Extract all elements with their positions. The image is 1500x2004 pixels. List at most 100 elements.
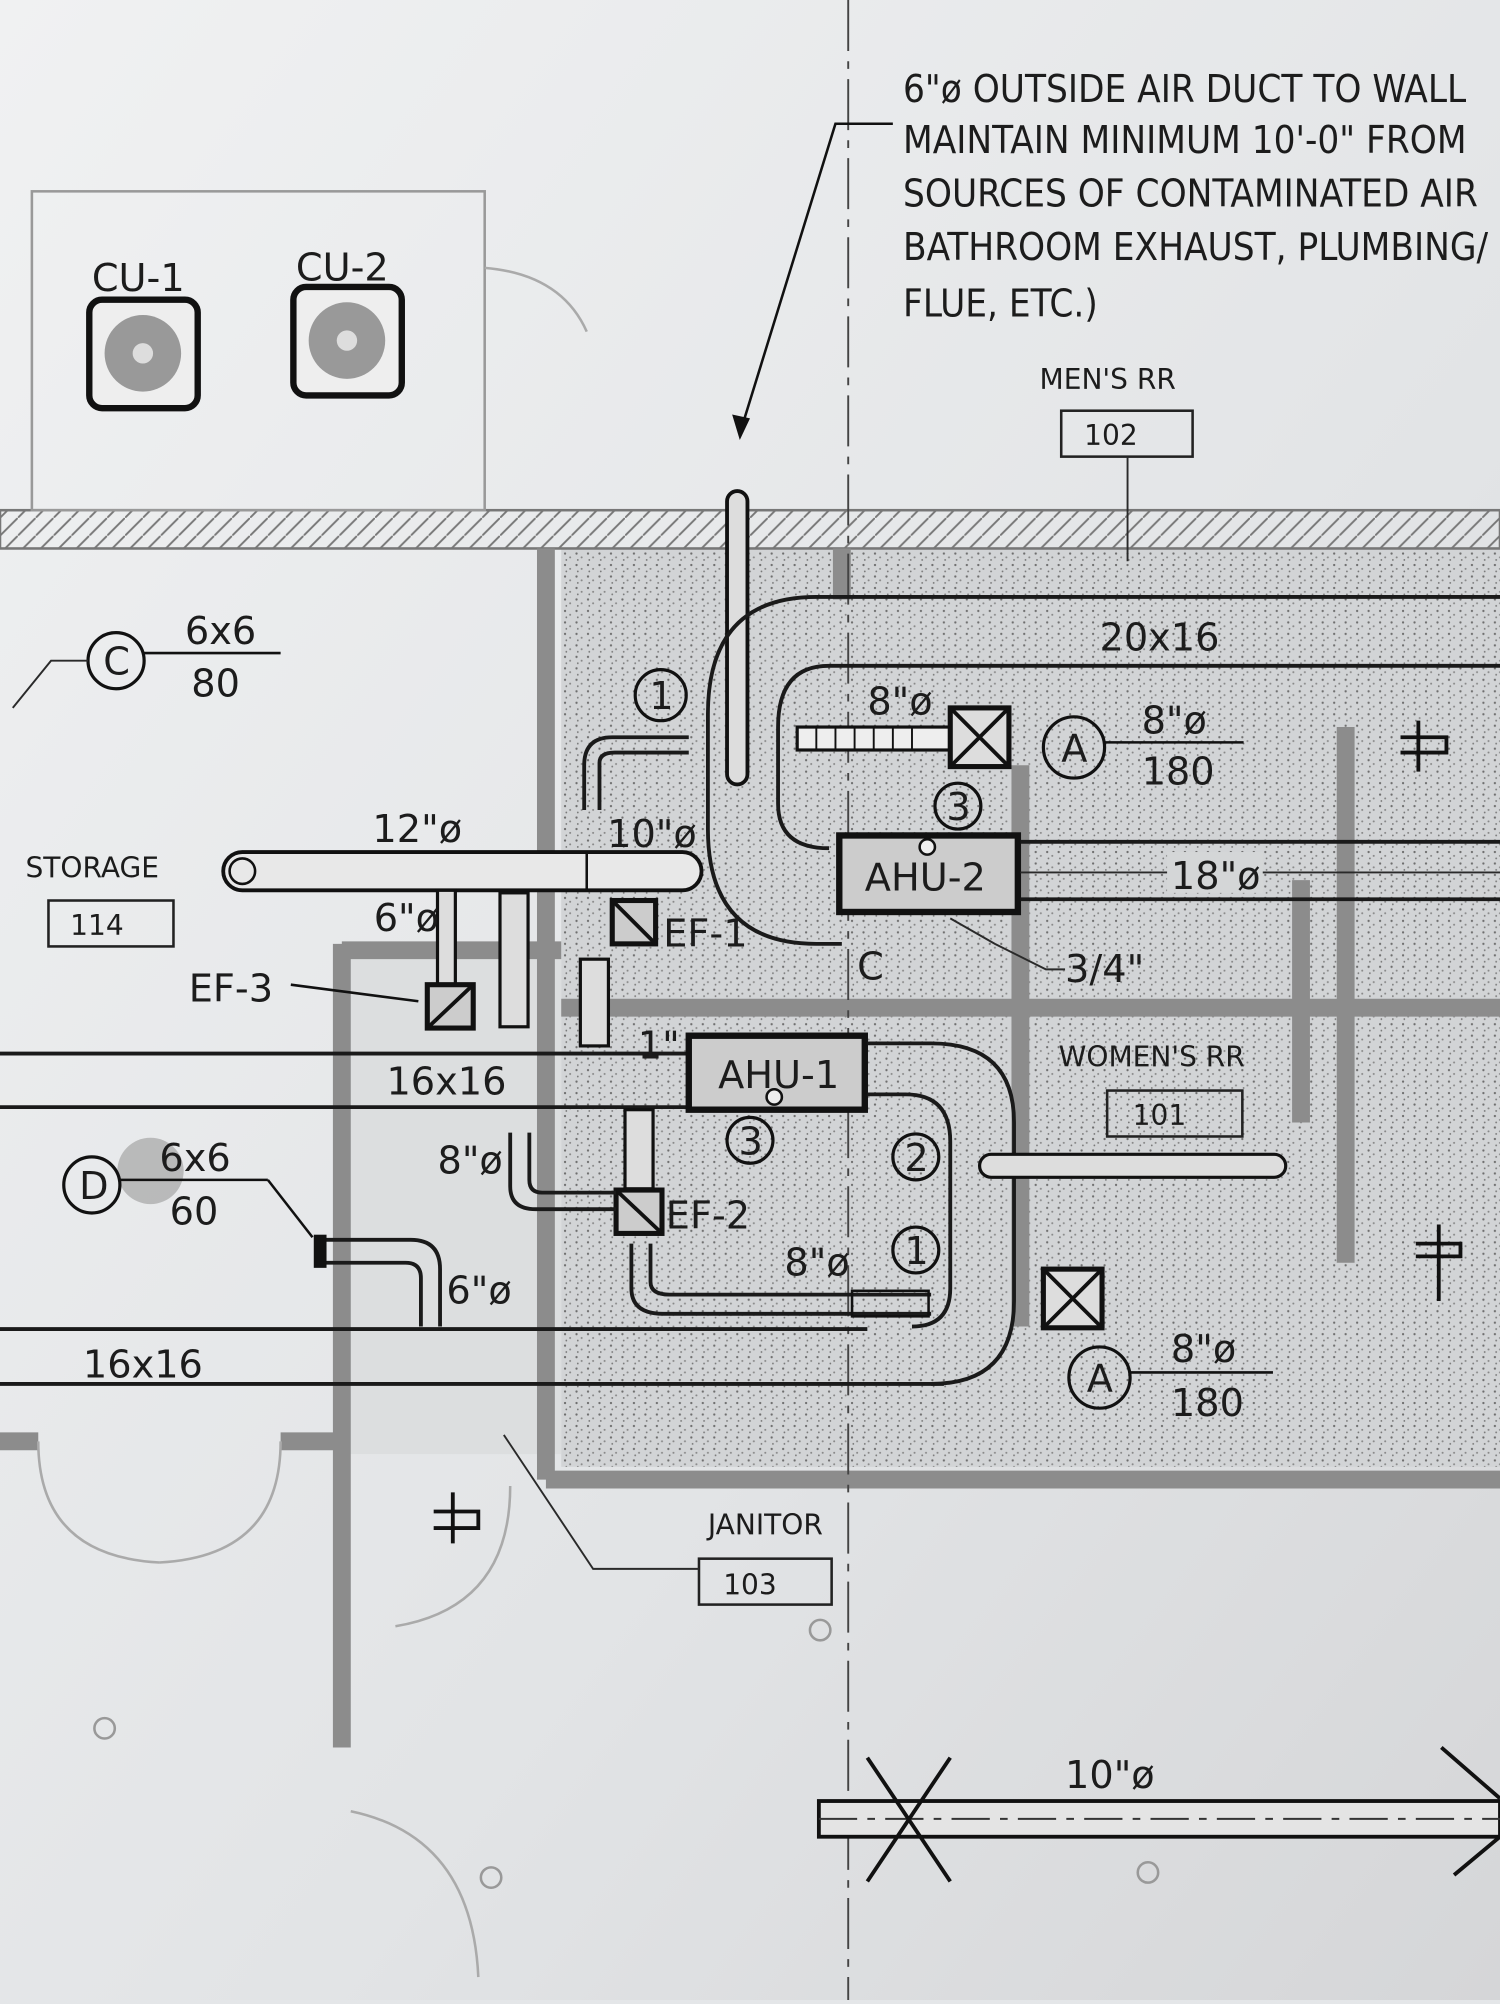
room-name: JANITOR	[706, 1508, 823, 1541]
general-note: 6"ø OUTSIDE AIR DUCT TO WALL MAINTAIN MI…	[732, 67, 1489, 441]
keynote-1-bottom: 1	[891, 1225, 941, 1275]
keynote-3-bottom: 3	[725, 1115, 775, 1165]
equipment-label: EF-1	[663, 911, 747, 956]
ahu-2[interactable]: AHU-2	[836, 832, 1022, 916]
diffuser-tag-c: C 6x6 80	[12, 609, 281, 709]
sprinkler-icon	[808, 1618, 832, 1642]
pipe-size-label: 1"	[638, 1024, 680, 1069]
note-line: FLUE, ETC.)	[903, 281, 1098, 326]
room-name: MEN'S RR	[1040, 363, 1176, 396]
door-swings	[36, 266, 588, 1978]
fire-damper-icon	[865, 1756, 952, 1883]
equipment-label: AHU-2	[865, 855, 986, 900]
tag-size: 8"ø	[1142, 698, 1207, 743]
note-leader	[738, 122, 893, 435]
equipment-label: EF-3	[189, 966, 273, 1011]
condensing-unit-cu2[interactable]: CU-2	[290, 246, 405, 399]
sprinkler-icon	[479, 1866, 503, 1890]
diffuser-tag-a-bottom: A 8"ø 180	[1067, 1327, 1273, 1426]
diffuser-tag-a-top: A 8"ø 180	[1041, 698, 1244, 794]
equipment-label: EF-2	[666, 1193, 750, 1238]
room-name: WOMEN'S RR	[1059, 1040, 1245, 1073]
tag-size: 6x6	[159, 1136, 230, 1181]
duct-size-label: 16x16	[83, 1343, 203, 1388]
supply-main-16x16: 16x16 16x16 1"	[0, 1024, 944, 1388]
exhaust-branch-6: 6"ø	[374, 888, 611, 1048]
exhaust-fan-ef1[interactable]: EF-1	[609, 897, 748, 957]
interior-walls	[0, 548, 1500, 1748]
exhaust-fan-ef2[interactable]: EF-2	[613, 1187, 750, 1238]
room-number: 102	[1084, 419, 1138, 452]
duct-size-label: 20x16	[1099, 616, 1219, 661]
tag-cfm: 180	[1142, 749, 1215, 794]
tag-letter: C	[103, 640, 130, 685]
sprinkler-icon	[93, 1716, 117, 1740]
room-tag-womens: WOMEN'S RR 101	[1059, 1040, 1245, 1138]
supply-branch-6-storage: 6"ø	[313, 1234, 512, 1327]
thermostat-icon	[433, 720, 1463, 1544]
duct-10-bottom: 10"ø	[816, 1746, 1500, 1883]
duct-size-label: 6"ø	[446, 1269, 511, 1314]
keynote-number: 1	[904, 1229, 928, 1274]
condensing-unit-cu1[interactable]: CU-1	[86, 256, 201, 412]
keynote-2: 2	[891, 1132, 941, 1182]
duct-size-label: 8"ø	[438, 1138, 503, 1183]
tag-letter: A	[1061, 726, 1087, 771]
exhaust-duct-womens	[977, 1152, 1288, 1179]
duct-size-label: 12"ø	[372, 807, 462, 852]
tag-size: 8"ø	[1171, 1327, 1236, 1372]
tag-size: 6x6	[185, 609, 256, 654]
room-number: 114	[70, 909, 124, 942]
supply-main-20x16: 20x16	[705, 595, 1500, 946]
tag-cfm: 180	[1171, 1381, 1244, 1426]
duct-size-label: 10"ø	[607, 812, 697, 857]
note-line: MAINTAIN MINIMUM 10'-0" FROM	[903, 118, 1466, 163]
note-line: SOURCES OF CONTAMINATED AIR	[903, 172, 1478, 217]
supply-loop-lower	[867, 1041, 1016, 1386]
note-line: BATHROOM EXHAUST, PLUMBING/	[903, 225, 1488, 270]
room-number: 101	[1133, 1099, 1187, 1132]
cu2-label: CU-2	[296, 246, 389, 291]
pipe-size-label: 3/4"	[1065, 947, 1144, 992]
exhaust-duct-12: 12"ø 10"ø	[221, 807, 704, 893]
grid-mark: C	[857, 945, 884, 990]
room-tag-mens: MEN'S RR 102	[1040, 363, 1194, 562]
ahu-1[interactable]: AHU-1	[685, 1032, 868, 1113]
keynote-3-top: 3	[933, 781, 983, 831]
room-number: 103	[723, 1568, 777, 1601]
keynote-number: 3	[739, 1119, 763, 1164]
diffuser-tag-d: D 6x6 60	[62, 1136, 314, 1239]
room-tag-storage: STORAGE 114	[26, 852, 175, 948]
supply-diffuser-top[interactable]	[947, 705, 1012, 770]
supply-diffuser-bottom[interactable]	[1040, 1266, 1105, 1331]
tag-cfm: 80	[191, 661, 240, 706]
branch-duct-8-lower: 8"ø	[629, 1241, 932, 1318]
keynote-number: 1	[649, 674, 673, 719]
equipment-pad	[30, 190, 486, 512]
duct-size-label: 6"ø	[374, 896, 439, 941]
tag-cfm: 60	[170, 1189, 219, 1234]
room-tag-janitor: JANITOR 103	[503, 1434, 833, 1606]
duct-size-label: 18"ø	[1171, 854, 1261, 899]
sprinkler-icon	[1136, 1860, 1160, 1884]
duct-size-label: 16x16	[386, 1059, 506, 1104]
condensate-callout: 3/4" C	[857, 917, 1144, 992]
keynote-number: 2	[904, 1136, 928, 1181]
duct-size-label: 8"ø	[867, 679, 932, 724]
return-duct-18: 18"ø	[1020, 839, 1500, 902]
duct-size-label: 10"ø	[1065, 1753, 1155, 1798]
exhaust-fan-ef3[interactable]: EF-3	[189, 966, 476, 1031]
outside-air-duct	[725, 489, 750, 787]
exterior-wall	[0, 508, 1500, 550]
keynote-1-top: 1	[582, 668, 689, 810]
room-name: STORAGE	[26, 852, 160, 885]
keynote-number: 3	[946, 785, 970, 830]
cu1-label: CU-1	[92, 256, 185, 301]
exhaust-duct-8-ef2: 8"ø	[438, 1108, 655, 1212]
note-line: 6"ø OUTSIDE AIR DUCT TO WALL	[903, 67, 1466, 112]
tag-letter: A	[1087, 1357, 1113, 1402]
branch-duct-8-top: 8"ø	[795, 679, 952, 752]
tag-letter: D	[79, 1164, 108, 1209]
